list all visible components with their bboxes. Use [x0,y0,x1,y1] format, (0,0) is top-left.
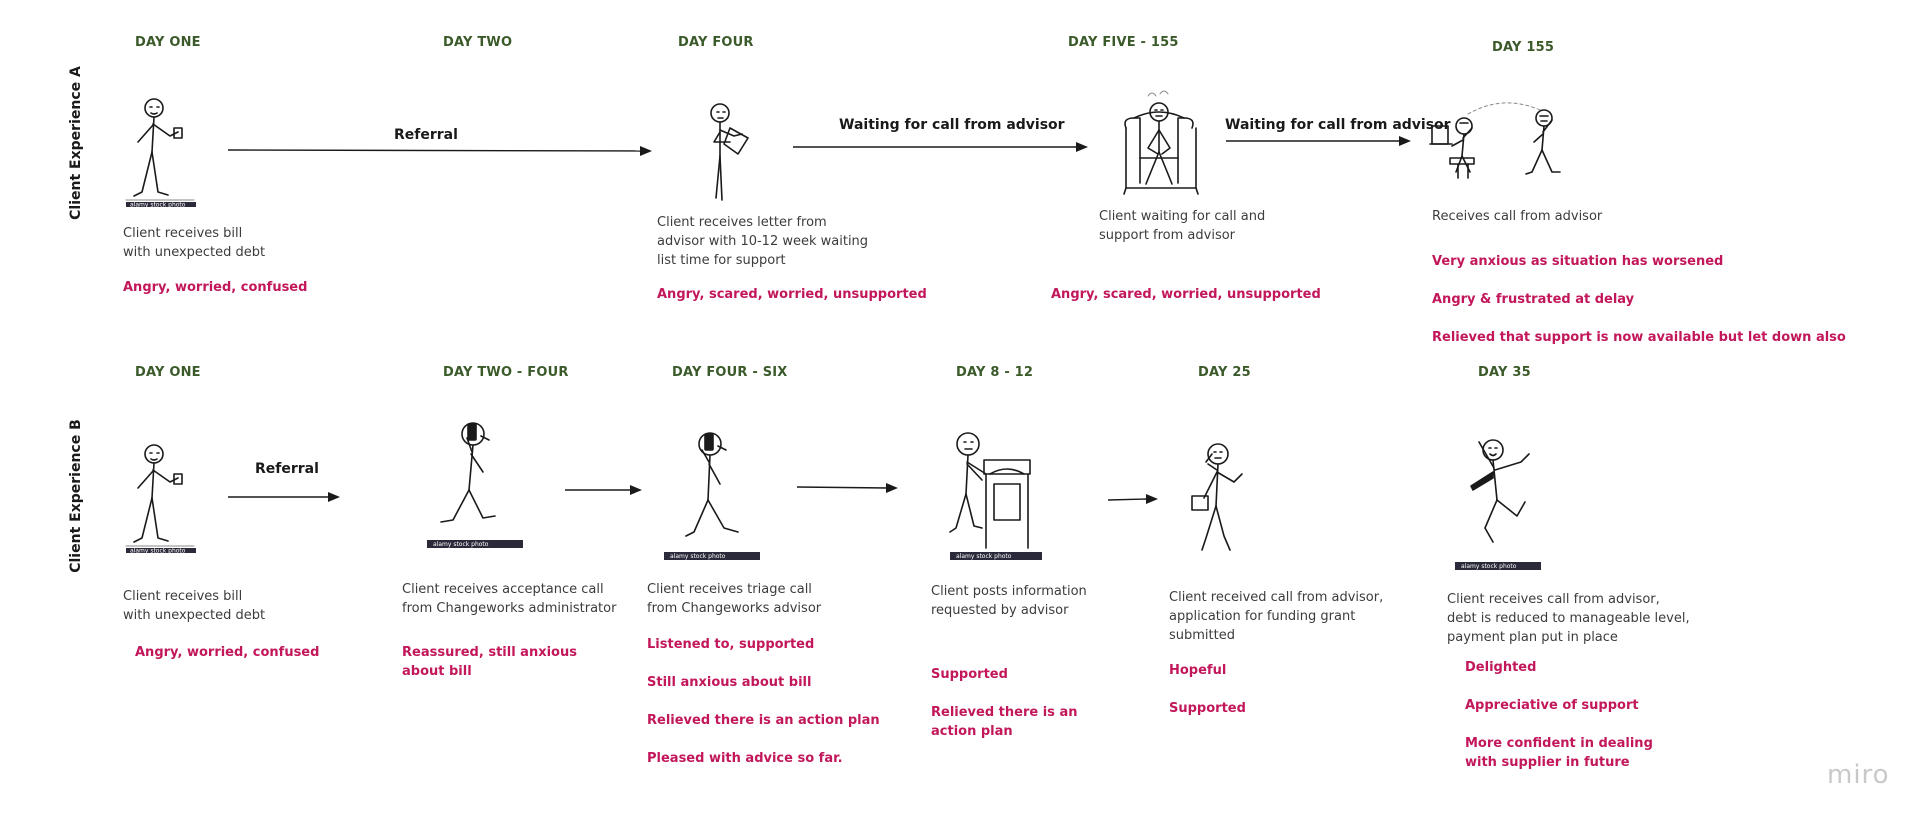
emotion-label: Appreciative of support [1465,698,1639,713]
day-header: DAY TWO [443,35,513,50]
emotion-label: Angry, worried, confused [123,280,308,295]
emotion-label: Relieved that support is now available b… [1432,330,1846,345]
miro-logo: miro [1827,760,1890,790]
emotion-label: Relieved there is an action plan [931,705,1078,739]
day-header: DAY FIVE - 155 [1068,35,1179,50]
day-header: DAY FOUR - SIX [672,365,788,380]
arrow [227,146,652,156]
emotion-label: Pleased with advice so far. [647,751,843,766]
day-header: DAY 25 [1198,365,1251,380]
emotion-label: Angry, scared, worried, unsupported [1051,287,1321,302]
step-description: Client posts information requested by ad… [931,584,1087,618]
illustration-reading-bill: alamy stock photo [125,444,196,555]
emotion-label: Supported [931,667,1008,682]
emotion-label: Angry & frustrated at delay [1432,292,1635,307]
emotion-label: Still anxious about bill [647,675,812,690]
emotion-label: Delighted [1465,660,1537,675]
day-header: DAY ONE [135,365,201,380]
day-header: DAY 35 [1478,365,1531,380]
arrow-label: Referral [394,127,458,143]
watermark-text: alamy stock photo [956,553,1012,560]
illustration-reading-bill: alamy stock photo [125,98,196,209]
emotion-label: Hopeful [1169,663,1227,678]
illustration-reading-letter [710,103,749,201]
emotion-label: Relieved there is an action plan [647,713,880,728]
arrow [1226,136,1411,146]
illustration-armchair [1123,90,1199,195]
day-header: DAY FOUR [678,35,754,50]
emotion-label: Supported [1169,701,1246,716]
illustration-on-phone [1191,443,1243,551]
arrow [793,142,1088,152]
step-description: Client receives acceptance call from Cha… [402,582,617,616]
watermark-text: alamy stock photo [1461,563,1517,570]
step-description: Client receives letter from advisor with… [657,215,869,268]
step-description: Client receives call from advisor, debt … [1447,592,1690,645]
illustration-on-phone: alamy stock photo [664,432,760,560]
watermark-text: alamy stock photo [433,541,489,548]
step-description: Client receives bill with unexpected deb… [123,589,266,623]
emotion-label: Angry, scared, worried, unsupported [657,287,927,302]
emotion-label: Angry, worried, confused [135,645,320,660]
day-header: DAY ONE [135,35,201,50]
arrow [796,483,898,493]
step-description: Client waiting for call and support from… [1099,209,1266,243]
day-header: DAY TWO - FOUR [443,365,569,380]
illustration-postbox: alamy stock photo [949,432,1042,560]
step-description: Client received call from advisor, appli… [1169,590,1384,643]
arrow [1107,494,1158,504]
step-description: Client receives bill with unexpected deb… [123,226,266,260]
watermark-text: alamy stock photo [130,548,186,555]
arrow [228,492,340,502]
arrow-label: Waiting for call from advisor [839,117,1065,133]
emotion-label: Listened to, supported [647,637,815,652]
emotion-label: Reassured, still anxious about bill [402,645,577,679]
arrow [565,485,642,495]
day-header: DAY 8 - 12 [956,365,1034,380]
illustration-celebrating: alamy stock photo [1455,439,1541,570]
arrow-label: Waiting for call from advisor [1225,117,1451,133]
emotion-label: Very anxious as situation has worsened [1432,254,1724,269]
day-header: DAY 155 [1492,40,1555,55]
watermark-text: alamy stock photo [130,202,186,209]
illustration-on-phone: alamy stock photo [427,422,523,548]
illustration-phone-call [1429,102,1561,179]
step-description: Client receives triage call from Changew… [647,582,822,616]
emotion-label: More confident in dealing with supplier … [1465,736,1653,770]
step-description: Receives call from advisor [1432,209,1603,224]
watermark-text: alamy stock photo [670,553,726,560]
arrow-label: Referral [255,461,319,477]
